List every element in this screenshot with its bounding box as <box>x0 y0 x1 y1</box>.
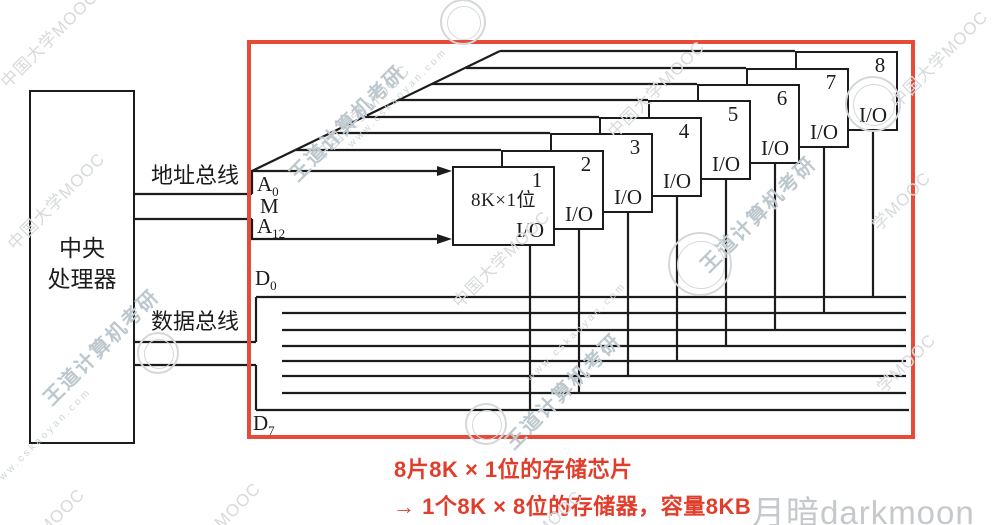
chip-6-number: 6 <box>776 86 788 110</box>
signal-a0-base: A <box>257 172 273 196</box>
address-bus-label: 地址总线 <box>150 163 239 188</box>
chip-1-capacity: 8K×1位 <box>471 190 536 211</box>
chip-5-io: I/O <box>712 152 740 176</box>
chip-8-number: 8 <box>874 53 886 77</box>
signal-a0-sub: 0 <box>272 184 279 200</box>
chip-5-number: 5 <box>727 102 739 126</box>
chip-3-io: I/O <box>614 185 642 209</box>
cpu-label-line2: 处理器 <box>47 267 117 292</box>
signal-ellipsis: M <box>260 194 279 218</box>
signal-a12-sub: 12 <box>272 226 286 242</box>
arrowhead-a12 <box>437 234 452 244</box>
cpu-label: 中央 处理器 <box>31 233 133 295</box>
chip-1-io: I/O <box>516 218 544 242</box>
chip-4-io: I/O <box>663 169 691 193</box>
data-bus-lines <box>256 295 909 412</box>
address-bus-lines <box>135 169 441 241</box>
signal-d7-base: D <box>253 411 269 435</box>
signal-d7-sub: 7 <box>268 423 275 439</box>
address-branch-lines <box>296 49 795 152</box>
chip-1-number: 1 <box>531 168 543 192</box>
memory-chip-1 <box>452 166 555 246</box>
signal-a12-base: A <box>257 214 273 238</box>
chip-8-io: I/O <box>859 103 887 127</box>
cpu-box <box>29 90 135 444</box>
signal-d0-base: D <box>255 266 271 290</box>
data-bus-label: 数据总线 <box>150 309 239 334</box>
chip-7-number: 7 <box>825 70 837 94</box>
arrowhead-a0 <box>437 166 452 176</box>
address-fan-diagonal <box>251 50 501 172</box>
chip-7-io: I/O <box>810 120 838 144</box>
signal-d7: D7 <box>253 411 275 439</box>
signal-a12: A12 <box>257 214 286 242</box>
annotation-line2: → 1个8K × 8位的存储器，容量8KB <box>393 494 752 519</box>
chip-2-io: I/O <box>565 202 593 226</box>
cpu-label-line1: 中央 <box>59 236 105 261</box>
chip-data-drops <box>528 131 875 410</box>
chip-6-io: I/O <box>761 136 789 160</box>
chip-2-number: 2 <box>580 152 592 176</box>
chip-4-number: 4 <box>678 119 690 143</box>
signal-a0: A0 <box>257 172 279 200</box>
signal-d0: D0 <box>255 266 277 294</box>
chip-3-number: 3 <box>629 135 641 159</box>
annotation-line1: 8片8K × 1位的存储芯片 <box>394 457 633 482</box>
data-bus-stubs <box>135 297 258 410</box>
signal-d0-sub: 0 <box>270 278 277 294</box>
highlight-frame <box>247 40 915 439</box>
